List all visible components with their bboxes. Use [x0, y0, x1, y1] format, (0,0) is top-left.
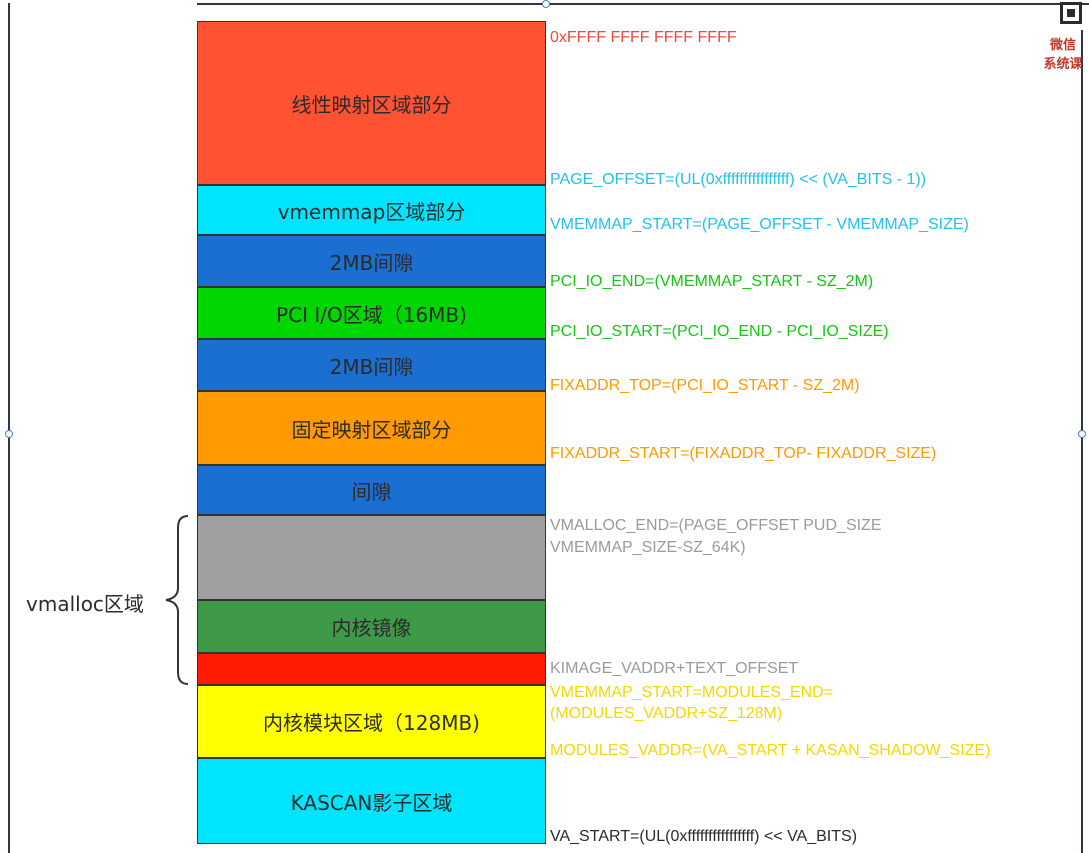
vmalloc-brace: [165, 515, 189, 685]
vmalloc-label: vmalloc区域: [26, 592, 144, 616]
resize-handle-top[interactable]: [542, 0, 550, 8]
addr-fixaddr-top: FIXADDR_TOP=(PCI_IO_START - SZ_2M): [550, 377, 860, 394]
addr-kimage-vaddr: KIMAGE_VADDR+TEXT_OFFSET: [550, 660, 799, 677]
segment-gap-1: 2MB间隙: [197, 235, 546, 287]
addr-modules-end-1: VMEMMAP_START=MODULES_END=: [550, 684, 834, 701]
watermark-text: 微信 系统课: [1043, 38, 1083, 72]
addr-modules-end-2: (MODULES_VADDR+SZ_128M): [550, 705, 783, 722]
segment-gap-3: 间隙: [197, 465, 546, 515]
segment-fixmap: 固定映射区域部分: [197, 391, 546, 465]
addr-pci-io-start: PCI_IO_START=(PCI_IO_END - PCI_IO_SIZE): [550, 323, 889, 340]
resize-handle-right[interactable]: [1078, 430, 1086, 438]
frame-right-line: [1081, 30, 1083, 853]
addr-page-offset: PAGE_OFFSET=(UL(0xffffffffffffffff) << (…: [550, 171, 927, 188]
segment-red-band: [197, 653, 546, 685]
addr-va-start: VA_START=(UL(0xffffffffffffffff) << VA_B…: [550, 828, 858, 845]
segment-kasan: KASCAN影子区域: [197, 758, 546, 844]
addr-vmemmap-start: VMEMMAP_START=(PAGE_OFFSET - VMEMMAP_SIZ…: [550, 216, 969, 233]
addr-fixaddr-start: FIXADDR_START=(FIXADDR_TOP- FIXADDR_SIZE…: [550, 445, 937, 462]
addr-top: 0xFFFF FFFF FFFF FFFF: [550, 29, 737, 46]
segment-vmalloc-space: [197, 515, 546, 600]
resize-handle-left[interactable]: [5, 430, 13, 438]
addr-vmalloc-end-2: VMEMMAP_SIZE-SZ_64K): [550, 539, 746, 556]
segment-vmemmap: vmemmap区域部分: [197, 185, 546, 235]
segment-kernel-image: 内核镜像: [197, 600, 546, 653]
addr-modules-vaddr: MODULES_VADDR=(VA_START + KASAN_SHADOW_S…: [550, 742, 991, 759]
qr-icon: [1060, 2, 1082, 24]
segment-modules: 内核模块区域（128MB): [197, 685, 546, 758]
segment-linear-map: 线性映射区域部分: [197, 21, 546, 185]
addr-pci-io-end: PCI_IO_END=(VMEMMAP_START - SZ_2M): [550, 273, 874, 290]
frame-left-line: [8, 3, 10, 853]
segment-pci-io: PCI I/O区域（16MB): [197, 287, 546, 339]
frame-top-line: [197, 3, 1089, 5]
addr-vmalloc-end-1: VMALLOC_END=(PAGE_OFFSET PUD_SIZE: [550, 517, 882, 534]
segment-gap-2: 2MB间隙: [197, 339, 546, 391]
